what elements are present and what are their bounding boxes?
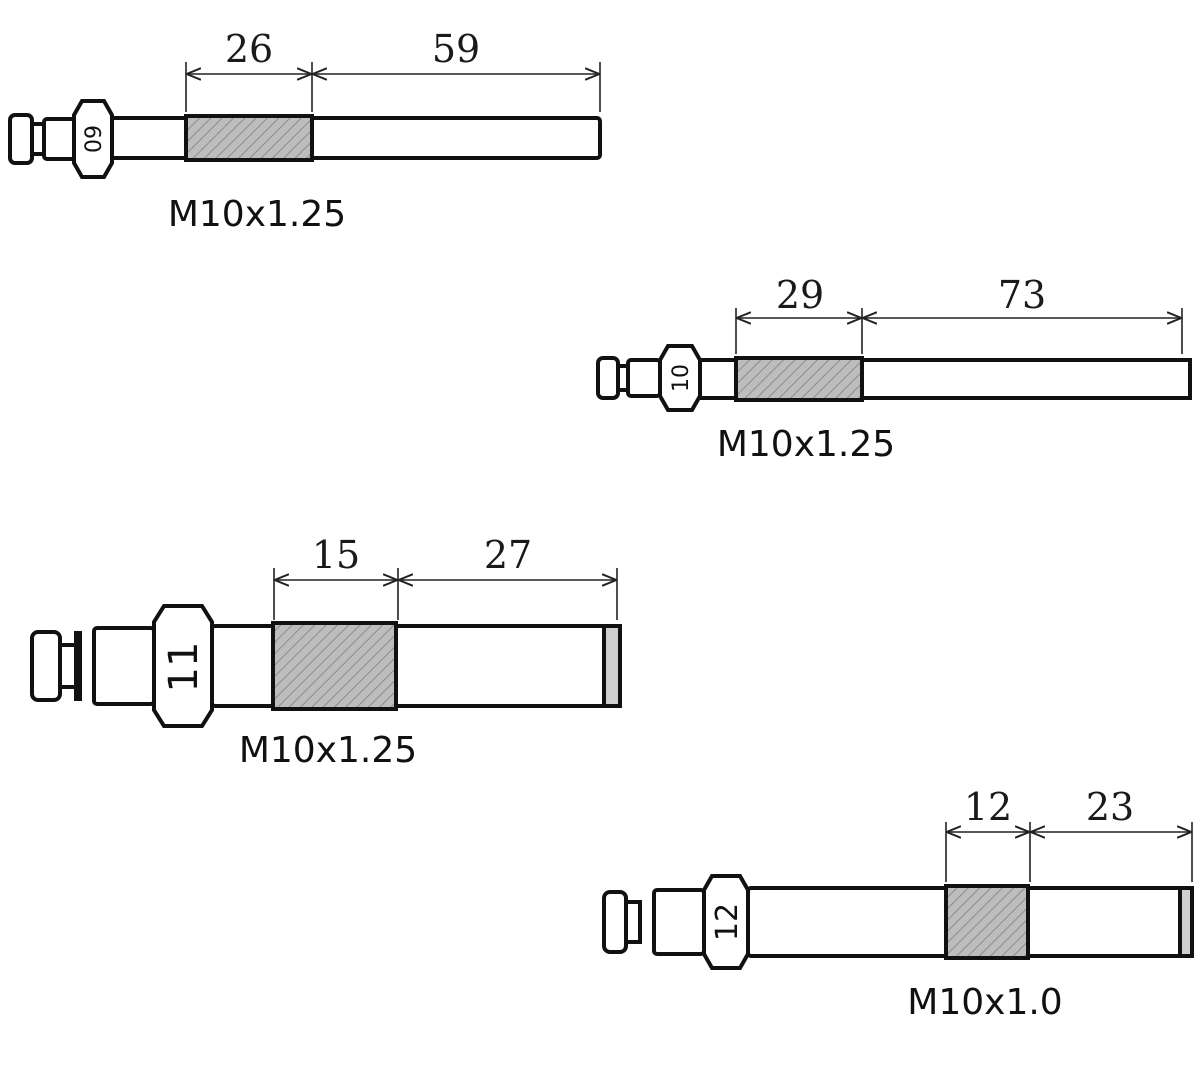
adapter-3-thread-spec: M10x1.25	[239, 730, 417, 771]
adapter-2-connector-tip	[596, 356, 620, 400]
adapter-4-thread-spec: M10x1.0	[907, 982, 1062, 1023]
adapter-2-hex-nut	[658, 344, 702, 412]
adapter-1-thread-spec: M10x1.25	[168, 194, 346, 235]
adapter-3-thread	[271, 621, 398, 711]
adapter-1-thread-length: 26	[225, 27, 273, 71]
adapter-4-connector-tip	[602, 890, 628, 954]
adapter-4-thread-length: 12	[964, 785, 1012, 829]
adapter-2-connector-body	[626, 358, 662, 398]
adapter-3-connector-body	[74, 631, 82, 701]
adapter-1-connector-tip	[8, 113, 34, 165]
adapter-3-thread-length: 15	[312, 533, 360, 577]
adapter-3-nut-size: 11	[161, 642, 207, 693]
adapter-1-shaft	[102, 116, 602, 160]
adapter-2-thread-length: 29	[776, 273, 824, 317]
adapter-2-nut-size: 10	[669, 364, 694, 392]
adapter-1: 09 26 59 M10x1.25	[8, 27, 602, 235]
adapter-3: 11 15 27 M10x1.25	[30, 533, 622, 771]
adapter-4-hex-nut	[702, 874, 750, 970]
adapter-4-connector-neck	[624, 900, 642, 944]
adapter-3-connector-tip	[30, 630, 62, 702]
adapter-1-nut-size: 09	[82, 125, 107, 153]
adapter-2-thread-spec: M10x1.25	[717, 424, 895, 465]
adapter-4-connector-body	[652, 888, 706, 956]
adapter-3-shaft-length: 27	[484, 533, 532, 577]
adapter-4-shaft-length: 23	[1086, 785, 1134, 829]
adapter-4-nut-size: 12	[710, 903, 745, 941]
adapter-1-connector-body	[42, 117, 78, 161]
adapter-2-shaft-length: 73	[998, 273, 1046, 317]
adapter-1-thread	[184, 114, 314, 162]
adapter-3-shaft-end	[602, 624, 622, 708]
adapter-4: 12 12 23 M10x1.0	[602, 785, 1194, 1023]
adapter-4-shaft-end	[1178, 886, 1194, 958]
adapter-2: 10 29 73 M10x1.25	[596, 273, 1192, 465]
adapter-3-connector-neck	[58, 643, 78, 689]
adapter-1-hex-nut	[72, 99, 114, 179]
adapter-1-shaft-length: 59	[432, 27, 480, 71]
adapter-2-thread	[734, 356, 864, 402]
adapter-3-hex-nut	[152, 604, 214, 728]
adapter-3-connector-sleeve	[92, 626, 156, 706]
adapter-4-thread	[944, 884, 1030, 960]
